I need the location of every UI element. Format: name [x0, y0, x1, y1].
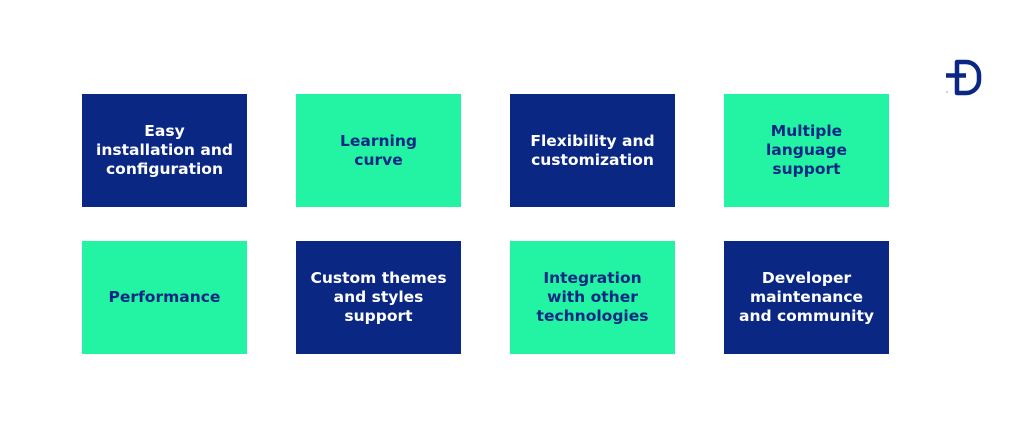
card-developer-maintenance: Developer maintenance and community	[724, 241, 889, 354]
feature-grid: Easy installation and configuration Lear…	[82, 94, 889, 354]
card-label: Easy installation and configuration	[96, 122, 233, 178]
card-easy-installation: Easy installation and configuration	[82, 94, 247, 207]
card-performance: Performance	[82, 241, 247, 354]
brand-logo-icon	[946, 59, 982, 96]
card-label: Multiple language support	[765, 122, 847, 178]
card-label: Custom themes and styles support	[310, 269, 447, 325]
card-flexibility: Flexibility and customization	[510, 94, 675, 207]
card-custom-themes: Custom themes and styles support	[296, 241, 461, 354]
card-label: Developer maintenance and community	[738, 269, 875, 325]
card-label: Flexibility and customization	[530, 131, 655, 169]
brand-logo	[944, 54, 984, 96]
card-multiple-language: Multiple language support	[724, 94, 889, 207]
card-label: Performance	[108, 288, 221, 306]
card-learning-curve: Learning curve	[296, 94, 461, 207]
card-label: Integration with other technologies	[536, 269, 649, 325]
card-label: Learning curve	[340, 131, 417, 169]
card-integration: Integration with other technologies	[510, 241, 675, 354]
